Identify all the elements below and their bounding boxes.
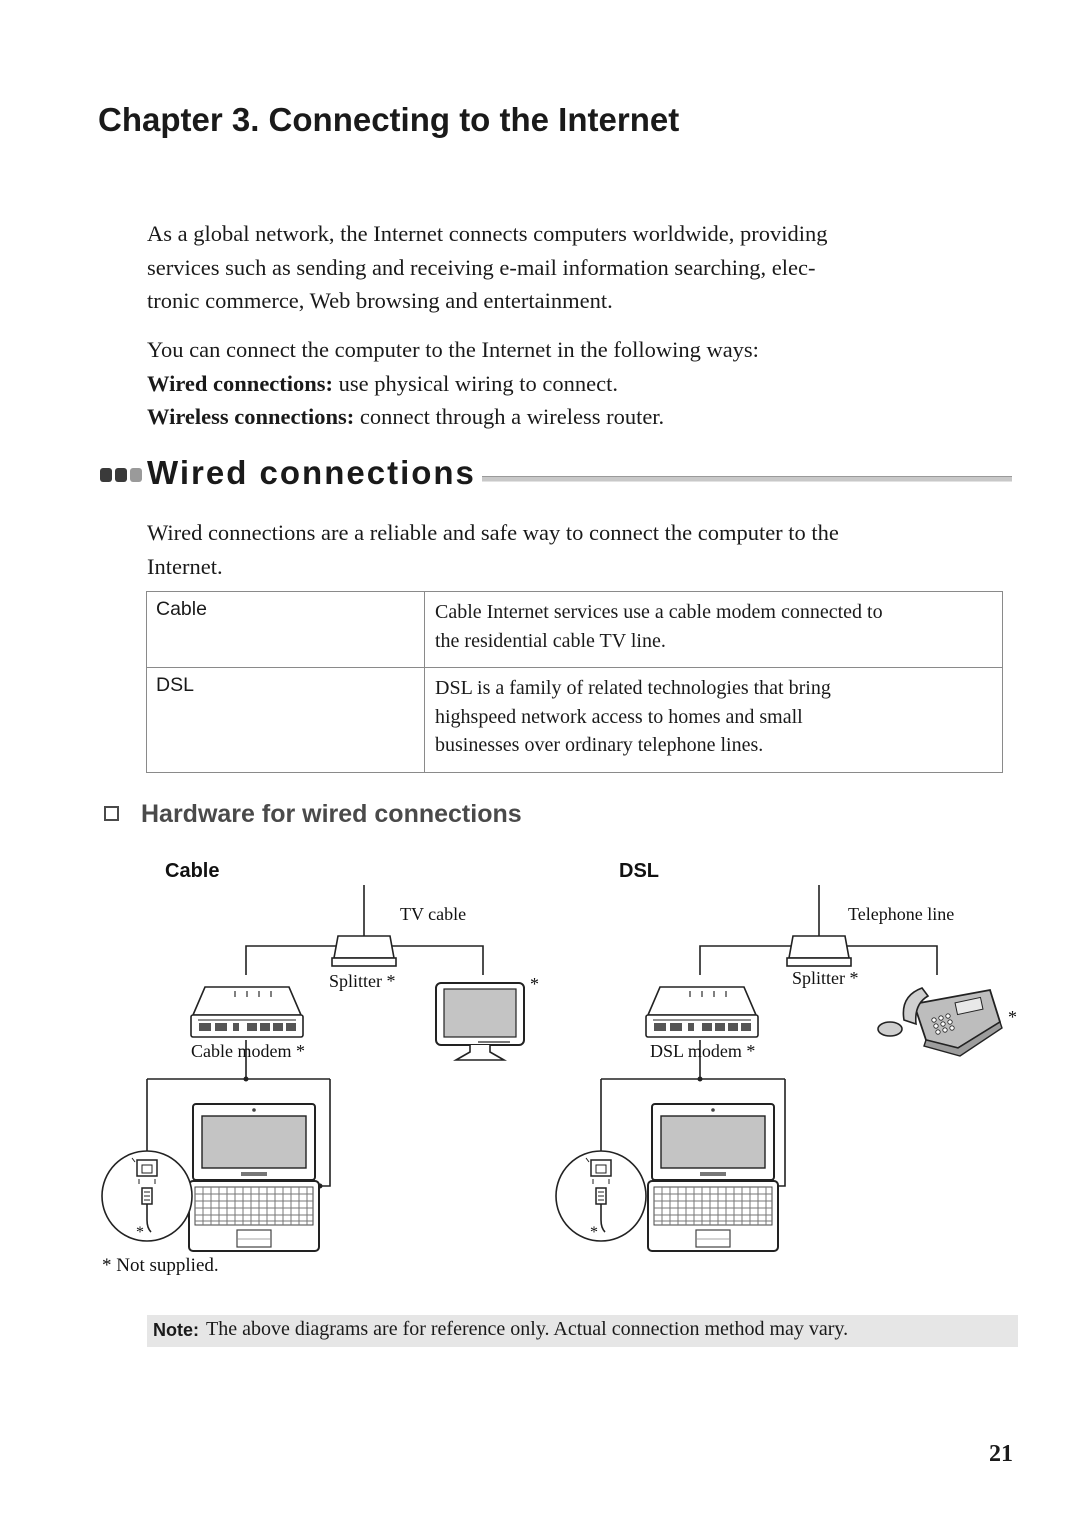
dsl-diagram-title: DSL bbox=[619, 860, 659, 882]
description-line: businesses over ordinary telephone lines… bbox=[435, 734, 764, 756]
connection-description: Cable Internet services use a cable mode… bbox=[424, 591, 1003, 668]
dsl-splitter-icon bbox=[786, 935, 852, 967]
intro-line: services such as sending and receiving e… bbox=[147, 254, 816, 280]
table-row: Cable Cable Internet services use a cabl… bbox=[146, 591, 1003, 668]
note-box: Note: The above diagrams are for referen… bbox=[147, 1315, 1018, 1347]
monitor-icon bbox=[435, 982, 525, 1061]
description-line: Cable Internet services use a cable mode… bbox=[435, 601, 883, 623]
telephone-icon bbox=[877, 987, 1003, 1057]
section-title: Wired connections bbox=[147, 454, 476, 491]
dsl-laptop-icon bbox=[647, 1103, 779, 1252]
wired-hardware-diagram: Cable TV cable Splitter * Cable modem * … bbox=[101, 860, 1017, 1276]
square-bullet-icon bbox=[104, 806, 119, 821]
description-line: DSL is a family of related technologies … bbox=[435, 677, 831, 699]
section-bullet-dark-icon bbox=[115, 468, 127, 482]
description-line: highspeed network access to homes and sm… bbox=[435, 705, 803, 728]
not-supplied-footnote: * Not supplied. bbox=[102, 1255, 219, 1276]
section-bullet-dark-icon bbox=[100, 468, 112, 482]
wired-item: Wired connections: use physical wiring t… bbox=[147, 367, 1017, 401]
wired-label: Wired connections: bbox=[147, 370, 334, 396]
intro-paragraph: As a global network, the Internet connec… bbox=[147, 217, 1017, 318]
monitor-not-supplied-mark: * bbox=[530, 974, 539, 994]
section-heading: Wired connections bbox=[100, 452, 1012, 500]
description-line: the residential cable TV line. bbox=[435, 629, 666, 652]
intro-line: tronic commerce, Web browsing and entert… bbox=[147, 288, 613, 313]
cable-diagram-title: Cable bbox=[165, 860, 219, 882]
section-intro: Wired connections are a reliable and saf… bbox=[147, 516, 1017, 583]
hardware-heading-text: Hardware for wired connections bbox=[141, 800, 522, 828]
wireless-label: Wireless connections: bbox=[147, 404, 355, 429]
phone-not-supplied-mark: * bbox=[1008, 1007, 1017, 1027]
dsl-splitter-label: Splitter * bbox=[792, 968, 859, 988]
cable-laptop-icon bbox=[188, 1103, 320, 1252]
cable-wiring bbox=[146, 885, 484, 1187]
chapter-title: Chapter 3. Connecting to the Internet bbox=[98, 101, 680, 138]
ways-paragraph: You can connect the computer to the Inte… bbox=[147, 333, 1017, 434]
intro-line: As a global network, the Internet connec… bbox=[147, 221, 828, 246]
dsl-ethernet-jack-icon bbox=[555, 1150, 647, 1242]
cable-modem-label: Cable modem * bbox=[191, 1041, 305, 1061]
note-text: The above diagrams are for reference onl… bbox=[206, 1318, 849, 1340]
section-intro-line: Wired connections are a reliable and saf… bbox=[147, 520, 839, 545]
section-bullet-light-icon bbox=[130, 468, 142, 482]
cable-ethernet-jack-icon bbox=[101, 1150, 193, 1242]
tv-cable-label: TV cable bbox=[400, 904, 466, 924]
connection-type: Cable bbox=[146, 591, 425, 668]
section-intro-line: Internet. bbox=[147, 553, 223, 579]
page-number: 21 bbox=[989, 1441, 1013, 1467]
dsl-wiring bbox=[600, 885, 938, 1187]
dsl-modem-icon bbox=[645, 986, 759, 1038]
telephone-line-label: Telephone line bbox=[848, 904, 954, 924]
wireless-text: connect through a wireless router. bbox=[354, 404, 665, 429]
cable-modem-icon bbox=[190, 986, 304, 1038]
section-rule bbox=[482, 476, 1012, 482]
dsl-modem-label: DSL modem * bbox=[650, 1041, 755, 1061]
table-row: DSL DSL is a family of related technolog… bbox=[146, 667, 1003, 773]
dsl-jack-not-supplied-mark: * bbox=[590, 1224, 598, 1241]
wireless-item: Wireless connections: connect through a … bbox=[147, 400, 1017, 434]
cable-jack-not-supplied-mark: * bbox=[136, 1224, 144, 1241]
hardware-heading: Hardware for wired connections bbox=[100, 800, 522, 829]
connection-type: DSL bbox=[146, 667, 425, 773]
ways-intro: You can connect the computer to the Inte… bbox=[147, 337, 759, 362]
wired-text: use physical wiring to connect. bbox=[333, 370, 618, 396]
cable-splitter-icon bbox=[331, 935, 397, 967]
cable-splitter-label: Splitter * bbox=[329, 971, 396, 991]
connection-table: Cable Cable Internet services use a cabl… bbox=[146, 591, 1003, 773]
note-label: Note: bbox=[153, 1320, 199, 1340]
connection-description: DSL is a family of related technologies … bbox=[424, 667, 1003, 773]
